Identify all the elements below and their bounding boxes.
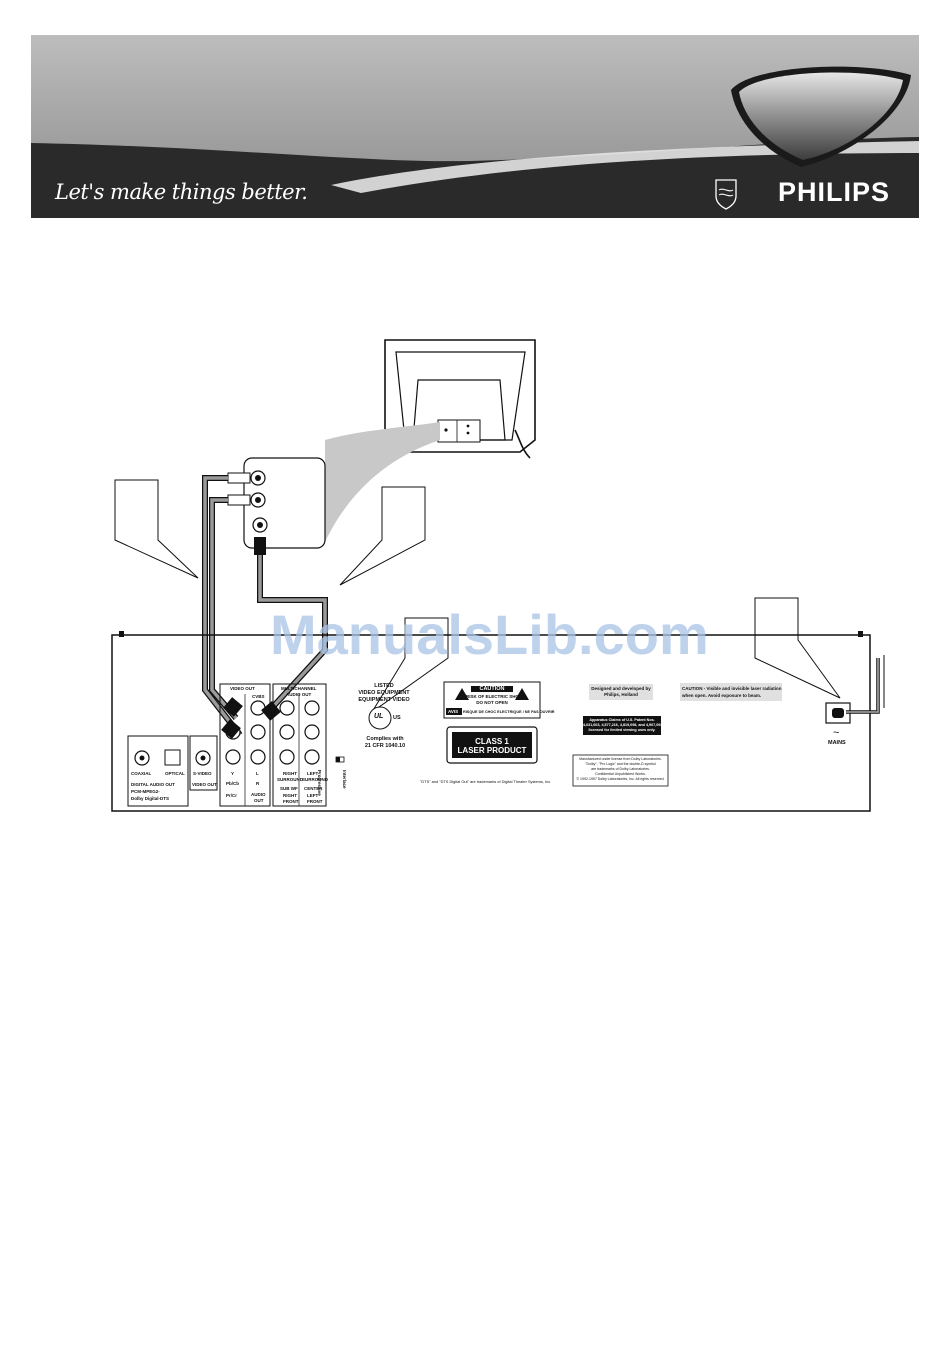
sub-wf-label: SUB WF — [280, 786, 298, 791]
progressive-label: Progressive — [317, 770, 322, 796]
patent-line3: licensed for limited viewing uses only. — [588, 728, 656, 732]
left-surround-label2: SURROUND — [302, 777, 329, 782]
listed-line2: VIDEO EQUIPMENT — [358, 690, 410, 696]
audio-l-label: L — [256, 771, 259, 776]
pr-label: Pr/Cr — [226, 793, 238, 798]
digital-audio-title: DIGITAL AUDIO OUT — [131, 782, 175, 787]
digital-audio-line2: PCM-MPEG2- — [131, 789, 160, 794]
dolby-line1: Manufactured under license from Dolby La… — [579, 757, 662, 761]
right-surround-label2: SURROUND — [277, 777, 304, 782]
svideo-label: S-VIDEO — [193, 771, 212, 776]
audio-r-label: R — [256, 781, 260, 786]
avis-label: AVIS — [448, 709, 459, 714]
dolby-line3: are trademarks of Dolby Laboratories. — [591, 767, 650, 771]
tagline: Let's make things better. — [55, 180, 308, 204]
dolby-line5: © 1992-1997 Dolby Laboratories, Inc. All… — [576, 777, 665, 781]
us-mark: US — [393, 715, 401, 721]
brand-logo: PHILIPS — [778, 177, 891, 207]
patent-line1: Apparatus Claims of U.S. Patent Nos. — [589, 718, 655, 722]
caution-line2: DO NOT OPEN — [476, 700, 508, 705]
left-surround-label: LEFT — [307, 771, 319, 776]
tv-jack-panel — [243, 457, 326, 549]
listed-line3: EQUIPMENT VIDEO — [358, 697, 410, 703]
patent-line2: 4,631,603, 4,577,216, 4,819,098, and 4,9… — [583, 723, 663, 727]
designed-line2: Philips, Holland — [604, 692, 638, 697]
cables — [202, 475, 328, 737]
tv-back — [384, 339, 536, 459]
audio-out-title: AUDIO — [251, 792, 266, 797]
dolby-line4: Confidential Unpublished Works. — [595, 772, 646, 776]
right-front-label: RIGHT — [283, 793, 297, 798]
dts-note: "DTS" and "DTS Digital Out" are trademar… — [420, 779, 552, 784]
class1-line1: CLASS 1 — [475, 737, 509, 746]
ac-symbol: ~ — [833, 727, 840, 739]
multichannel-title2: AUDIO OUT — [286, 692, 312, 697]
pb-label: Pb/Cb — [226, 781, 239, 786]
center-label: CENTER — [304, 786, 323, 791]
svideo-out-label: VIDEO OUT — [192, 782, 217, 787]
complies-line1: Complies with — [366, 736, 404, 742]
mains-label: MAINS — [828, 740, 846, 746]
interlace-label: Interlace — [342, 770, 347, 789]
laser-caution-line1: CAUTION - Visible and invisible laser ra… — [682, 686, 782, 691]
plug-left — [227, 472, 266, 555]
banner-graphic — [31, 35, 919, 218]
shield-logo-icon — [715, 179, 737, 210]
class1-line2: LASER PRODUCT — [457, 746, 527, 755]
rear-panel — [111, 631, 885, 812]
watermark: ManualsLib.com — [270, 603, 709, 666]
audio-out-title2: OUT — [254, 798, 264, 803]
video-out-title: VIDEO OUT — [230, 686, 255, 691]
digital-audio-line3: Dolby Digital-DTS — [131, 796, 169, 801]
ul-mark: UL — [374, 713, 384, 720]
header-banner — [31, 35, 919, 218]
right-surround-label: RIGHT — [283, 771, 297, 776]
optical-label: OPTICAL — [165, 771, 185, 776]
y-label: Y — [231, 771, 235, 776]
coaxial-label: COAXIAL — [131, 771, 152, 776]
laser-caution-line2: when open. Avoid exposure to beam. — [682, 693, 762, 698]
multichannel-title: MULTICHANNEL — [281, 686, 317, 691]
listed-line1: LISTED — [374, 683, 394, 689]
cvbs-label: CVBS — [252, 694, 265, 699]
left-front-label: LEFT — [307, 793, 319, 798]
designed-line1: Designed and developed by — [591, 686, 651, 691]
caution-line1: RISK OF ELECTRIC SHOCK — [466, 694, 526, 699]
caution-title: CAUTION — [479, 686, 505, 692]
left-front-label2: FRONT — [307, 799, 323, 804]
dolby-line2: "Dolby", "Pro Logic" and the double-D sy… — [585, 762, 656, 766]
right-front-label2: FRONT — [283, 799, 299, 804]
complies-line2: 21 CFR 1040.10 — [364, 743, 406, 749]
avis-text: RISQUE DE CHOC ELECTRIQUE / NE PAS OUVRI… — [463, 710, 555, 714]
